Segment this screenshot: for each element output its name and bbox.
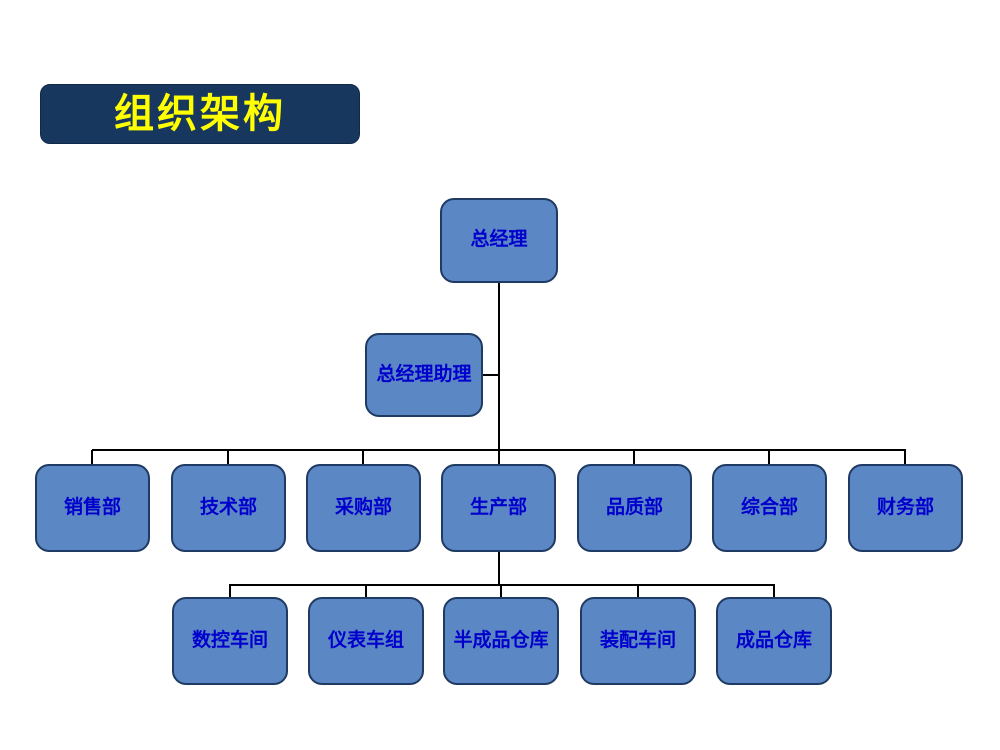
- connector-stub-general: [768, 450, 770, 464]
- org-node-production-dept: 生产部: [441, 464, 556, 552]
- connector-stub-purchasing: [362, 450, 364, 464]
- connector-stub-semifinished: [500, 585, 502, 597]
- org-node-quality-dept: 品质部: [577, 464, 692, 552]
- connector-stub-production: [498, 450, 500, 464]
- org-node-gm-assistant: 总经理助理: [365, 333, 483, 417]
- slide-title-box: 组织架构: [40, 84, 360, 144]
- org-node-general-manager: 总经理: [440, 198, 558, 283]
- connector-production-vertical: [498, 552, 500, 585]
- connector-stub-finance: [904, 450, 906, 464]
- org-node-assembly-workshop: 装配车间: [580, 597, 696, 685]
- connector-stub-finished: [773, 585, 775, 597]
- org-node-tech-dept: 技术部: [171, 464, 286, 552]
- slide-title: 组织架构: [114, 91, 286, 136]
- connector-stub-assembly: [637, 585, 639, 597]
- connector-level3-horizontal: [229, 584, 775, 586]
- org-node-semi-finished-warehouse: 半成品仓库: [443, 597, 559, 685]
- connector-root-vertical: [498, 283, 500, 450]
- connector-stub-sales: [91, 450, 93, 464]
- org-node-cnc-workshop: 数控车间: [172, 597, 288, 685]
- connector-stub-quality: [633, 450, 635, 464]
- connector-stub-instrument: [365, 585, 367, 597]
- org-node-sales-dept: 销售部: [35, 464, 150, 552]
- org-node-finance-dept: 财务部: [848, 464, 963, 552]
- connector-stub-cnc: [229, 585, 231, 597]
- org-node-general-affairs-dept: 综合部: [712, 464, 827, 552]
- connector-assistant-horizontal: [483, 374, 500, 376]
- connector-stub-tech: [227, 450, 229, 464]
- org-node-instrument-workshop: 仪表车组: [308, 597, 424, 685]
- org-node-purchasing-dept: 采购部: [306, 464, 421, 552]
- org-node-finished-goods-warehouse: 成品仓库: [716, 597, 832, 685]
